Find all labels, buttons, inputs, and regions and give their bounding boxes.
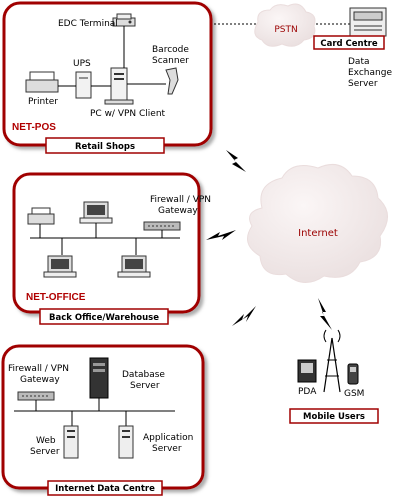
app-server-label-2: Server	[152, 444, 182, 454]
barcode-label-1: Barcode	[152, 45, 189, 55]
mobile-users-label: Mobile Users	[303, 412, 365, 422]
printer-icon	[25, 71, 59, 93]
mobile-tower-icon	[323, 329, 341, 393]
mobile-users-box	[289, 408, 379, 424]
dxs-label-2: Exchange	[348, 68, 392, 78]
dxs-label-3: Server	[348, 79, 378, 89]
pstn-cloud: PSTN	[254, 3, 316, 47]
retail-caption-box	[45, 137, 165, 154]
ups-icon	[75, 71, 92, 99]
barcode-label-2: Scanner	[152, 56, 189, 66]
application-server-icon	[118, 425, 134, 459]
pc-icon	[117, 255, 151, 278]
data-centre-panel: Firewall / VPN Gateway Database Server	[1, 344, 205, 496]
fw-gateway-bo-label-2: Gateway	[158, 206, 198, 216]
pda-label: PDA	[298, 387, 317, 397]
printer-label: Printer	[28, 97, 58, 107]
pc-icon	[79, 201, 113, 224]
app-server-label-1: Application	[143, 433, 193, 443]
edc-terminal-label: EDC Terminal	[58, 19, 118, 29]
web-server-icon	[63, 425, 79, 459]
web-server-label-1: Web	[36, 436, 56, 446]
pda-icon	[297, 359, 317, 383]
internet-label: Internet	[298, 228, 338, 239]
lightning-icon	[232, 306, 256, 326]
printer-icon	[27, 207, 55, 225]
back-office-panel: Firewall / VPN Gateway NET-OFFICE Back O…	[12, 172, 211, 325]
lightning-icon	[226, 150, 246, 172]
lightning-icon	[318, 298, 332, 330]
database-label-2: Server	[130, 381, 160, 391]
gsm-phone-icon	[347, 363, 359, 385]
data-exchange-server-icon	[349, 7, 387, 37]
database-label-1: Database	[122, 370, 165, 380]
datacentre-caption-box	[47, 480, 163, 496]
web-server-label-2: Server	[30, 447, 60, 457]
retail-shops-panel: EDC Terminal UPS Barcode Scanner Printer…	[2, 1, 213, 154]
fw-gateway-bo-label-1: Firewall / VPN	[150, 195, 211, 205]
gsm-label: GSM	[344, 389, 364, 399]
internet-cloud: Internet	[247, 163, 388, 283]
back-office-caption: Back Office/Warehouse	[49, 313, 159, 323]
card-centre-box	[313, 35, 385, 50]
firewall-icon	[143, 221, 181, 231]
firewall-icon	[17, 391, 55, 401]
fw-gateway-dc-label-2: Gateway	[20, 375, 60, 385]
retail-shops-caption: Retail Shops	[75, 142, 135, 152]
pc-icon	[43, 255, 77, 278]
pstn-label: PSTN	[274, 25, 297, 35]
backoffice-caption-box	[39, 308, 169, 325]
lightning-icon	[206, 230, 236, 240]
net-pos-brand: NET-POS	[12, 122, 56, 133]
barcode-scanner-icon	[165, 67, 179, 95]
ups-label: UPS	[73, 59, 91, 69]
fw-gateway-dc-label-1: Firewall / VPN	[8, 364, 69, 374]
dxs-label-1: Data	[348, 57, 370, 67]
internet-data-centre-caption: Internet Data Centre	[55, 484, 155, 494]
card-centre-label: Card Centre	[320, 39, 378, 49]
pc-vpn-label: PC w/ VPN Client	[90, 109, 166, 119]
net-office-brand: NET-OFFICE	[26, 292, 86, 303]
database-server-icon	[89, 357, 109, 399]
